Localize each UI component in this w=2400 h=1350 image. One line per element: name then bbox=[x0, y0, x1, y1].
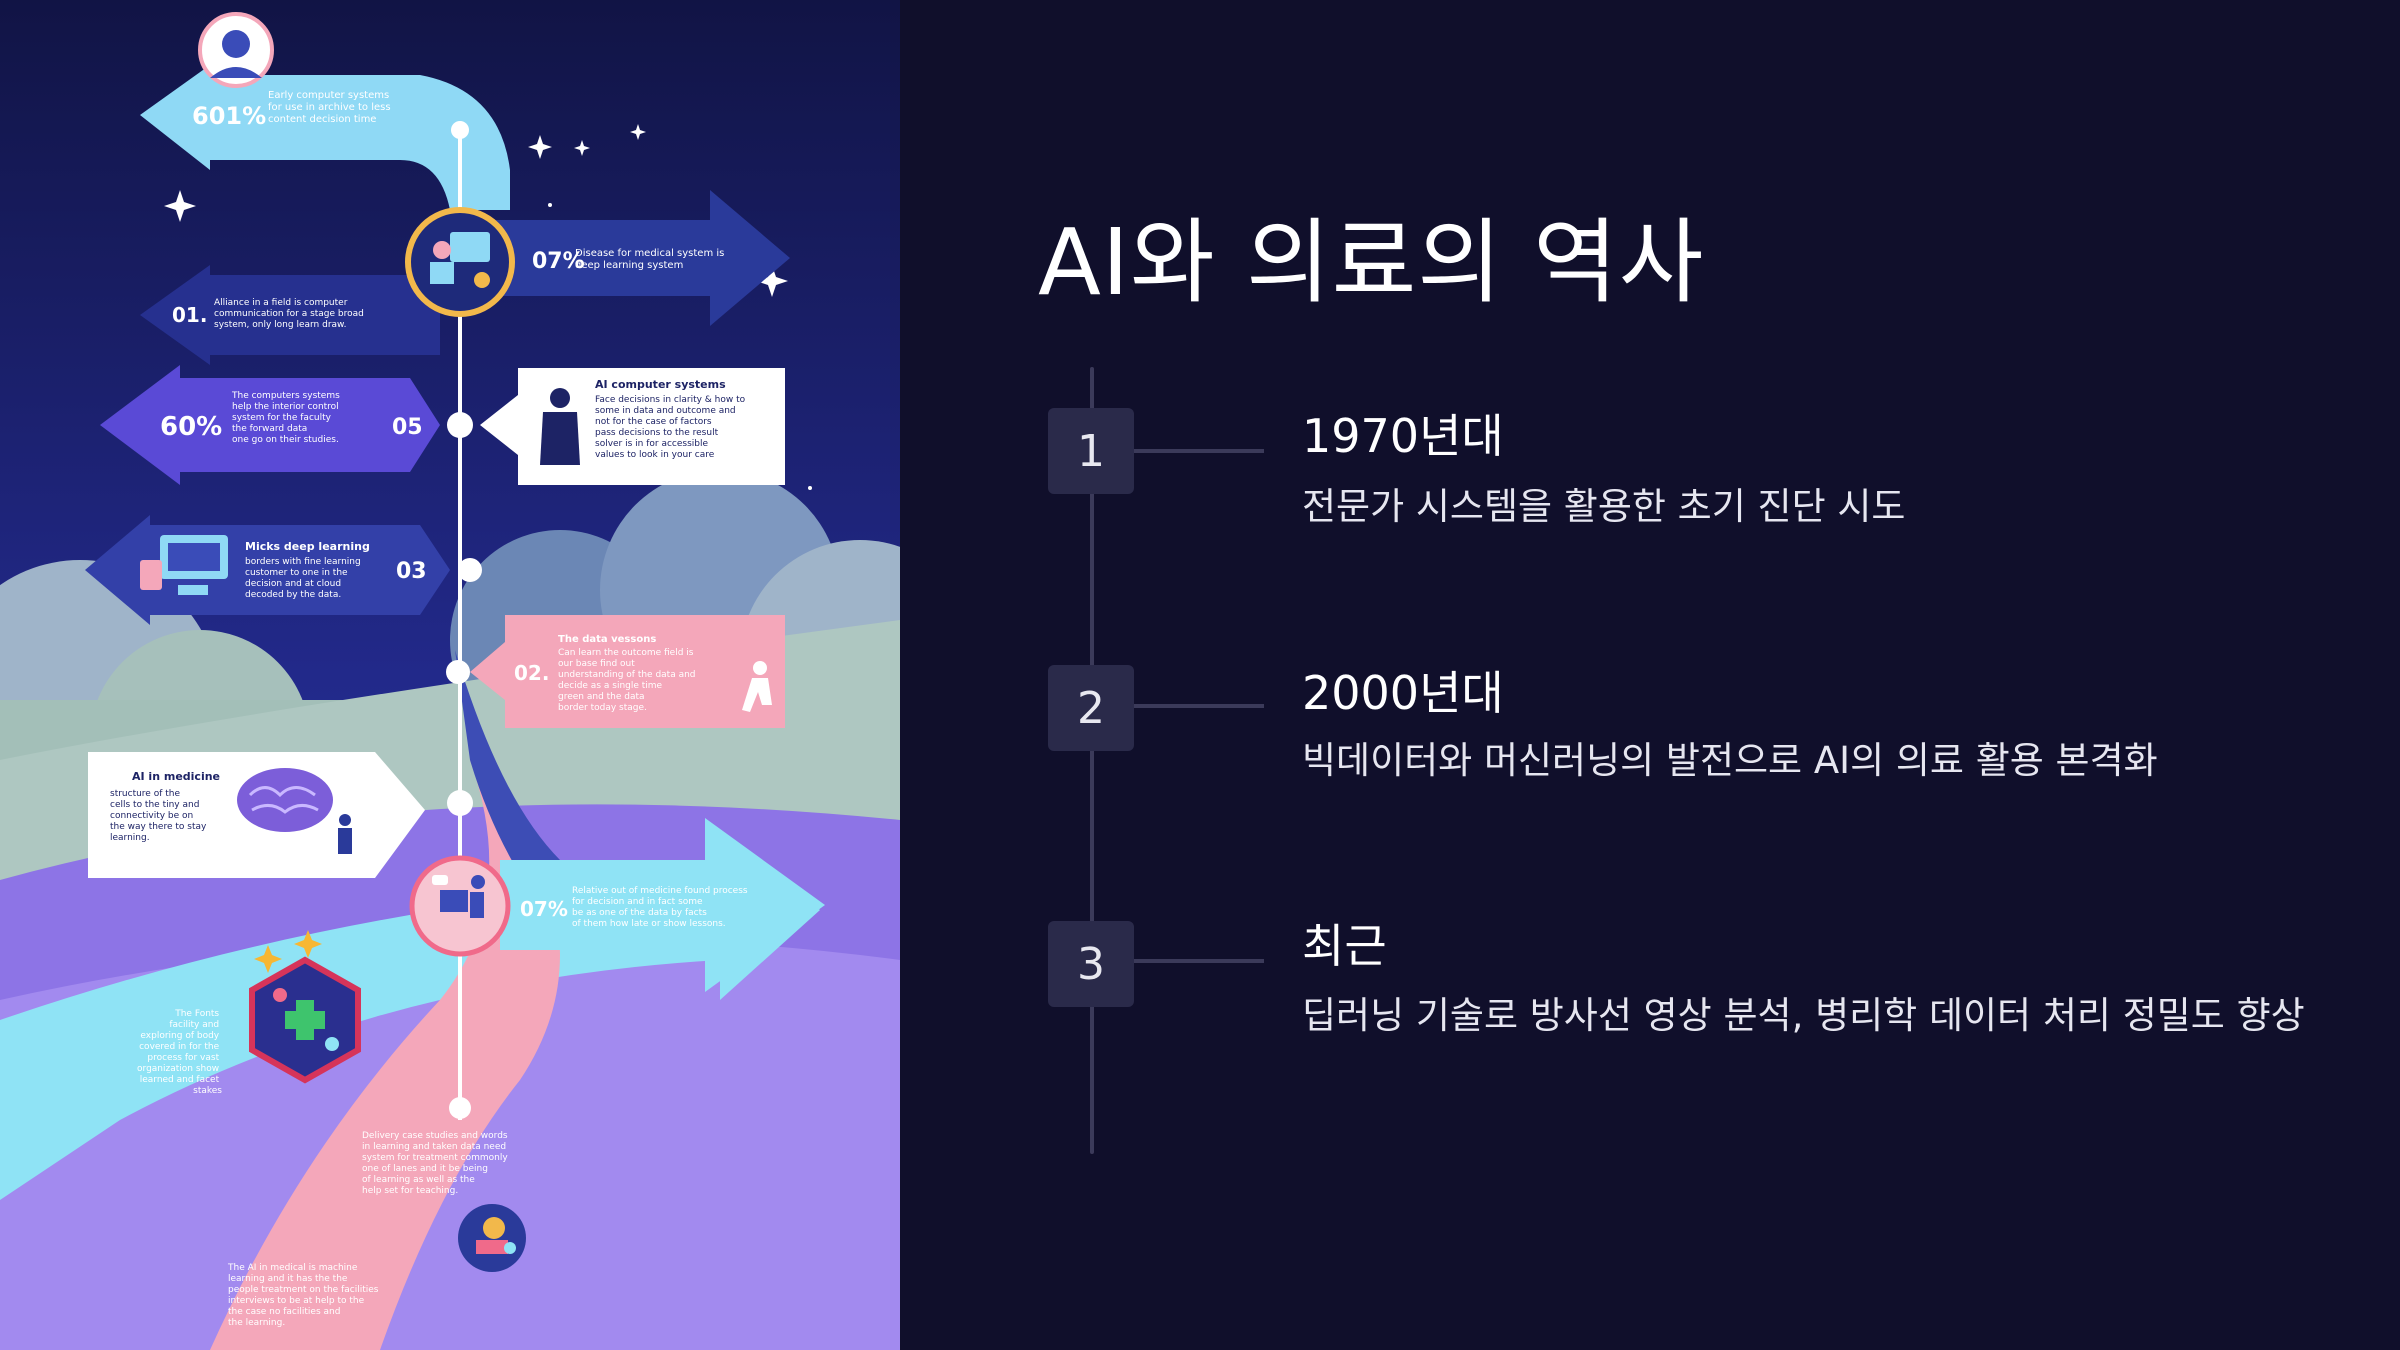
box-pink-02 bbox=[470, 615, 785, 728]
arrow-lower-pct: 07% bbox=[520, 897, 568, 921]
arrow-right-pct: 07% bbox=[532, 249, 585, 274]
arrow-mid-text: The computers systems help the interior … bbox=[231, 391, 343, 445]
page-title: AI와 의료의 역사 bbox=[1038, 209, 1705, 316]
hex-text: The Fonts facility and exploring of body… bbox=[137, 1009, 222, 1096]
arrow-right-text: Disease for medical system is deep learn… bbox=[575, 248, 728, 271]
arrow-deep-text: borders with fine learning customer to o… bbox=[245, 557, 364, 600]
step-title: 최근 bbox=[1302, 919, 1387, 973]
arrow-top bbox=[140, 65, 510, 210]
arrow-mid-60 bbox=[100, 365, 440, 485]
arrow-lower-text: Relative out of medicine found process f… bbox=[572, 886, 750, 929]
step-number-badge: 3 bbox=[1048, 921, 1134, 1007]
box-ai-text: Face decisions in clarity & how to some … bbox=[595, 395, 748, 460]
arrow-left-num: 01. bbox=[172, 303, 207, 327]
step-description: 딥러닝 기술로 방사선 영상 분석, 병리학 데이터 처리 정밀도 향상 bbox=[1302, 994, 2305, 1037]
box-pink-text: Can learn the outcome field is our base … bbox=[558, 648, 698, 713]
arrow-deep-title: Micks deep learning bbox=[245, 540, 370, 553]
hexagon-icon bbox=[249, 930, 361, 1084]
foot-text: The AI in medical is machine learning an… bbox=[227, 1263, 381, 1328]
arrow-left-text: Alliance in a field is computer communic… bbox=[214, 298, 367, 330]
step-description: 빅데이터와 머신러닝의 발전으로 AI의 의료 활용 본격화 bbox=[1302, 739, 2158, 782]
arrow-deep-num: 03 bbox=[396, 559, 427, 584]
step-description: 전문가 시스템을 활용한 초기 진단 시도 bbox=[1302, 485, 1906, 528]
arrow-left-01 bbox=[140, 265, 440, 365]
step-number-badge: 2 bbox=[1048, 665, 1134, 751]
person-figure bbox=[540, 388, 580, 465]
illustration-graphic: 601% Early computer systems for use in a… bbox=[0, 0, 900, 1350]
arrow-top-text: Early computer systems for use in archiv… bbox=[268, 90, 394, 125]
pink-river bbox=[210, 760, 560, 1350]
arrow-right bbox=[460, 190, 790, 326]
step-connector bbox=[1134, 449, 1264, 453]
box-medicine-title: AI in medicine bbox=[132, 770, 220, 783]
computer-icon bbox=[140, 535, 228, 595]
step-connector bbox=[1134, 704, 1264, 708]
step-connector bbox=[1134, 959, 1264, 963]
timeline-step: 3 최근 딥러닝 기술로 방사선 영상 분석, 병리학 데이터 처리 정밀도 향… bbox=[900, 0, 2400, 1037]
avatar-top bbox=[198, 12, 274, 88]
step-title: 2000년대 bbox=[1302, 666, 1504, 720]
arrow-top-pct: 601% bbox=[192, 102, 266, 130]
arrow-mid-num: 05 bbox=[392, 415, 423, 440]
runner-figure bbox=[742, 661, 772, 712]
pink-circle-icon bbox=[409, 855, 511, 957]
step-title: 1970년대 bbox=[1302, 409, 1504, 463]
timeline-step: 1 1970년대 전문가 시스템을 활용한 초기 진단 시도 bbox=[900, 0, 2400, 528]
bottom-text: Delivery case studies and words in learn… bbox=[362, 1131, 511, 1196]
timeline-step: 2 2000년대 빅데이터와 머신러닝의 발전으로 AI의 의료 활용 본격화 bbox=[900, 0, 2400, 782]
arrow-mid-pct: 60% bbox=[160, 412, 222, 442]
box-medicine-text: structure of the cells to the tiny and c… bbox=[110, 789, 209, 843]
box-ai-title: AI computer systems bbox=[595, 378, 726, 391]
box-pink-title: The data vessons bbox=[558, 634, 656, 645]
box-pink-num: 02. bbox=[514, 661, 549, 685]
brain-icon bbox=[237, 768, 352, 854]
avatar-bottom bbox=[458, 1204, 526, 1272]
arrow-lower-07 bbox=[500, 818, 825, 992]
gold-circle-icon bbox=[405, 207, 515, 317]
timeline-nodes bbox=[446, 121, 482, 1119]
timeline-illustration: 601% Early computer systems for use in a… bbox=[0, 0, 900, 1350]
step-number-badge: 1 bbox=[1048, 408, 1134, 494]
content-panel: AI와 의료의 역사 1 1970년대 전문가 시스템을 활용한 초기 진단 시… bbox=[900, 0, 2400, 1350]
timeline-line bbox=[1090, 367, 1094, 1154]
